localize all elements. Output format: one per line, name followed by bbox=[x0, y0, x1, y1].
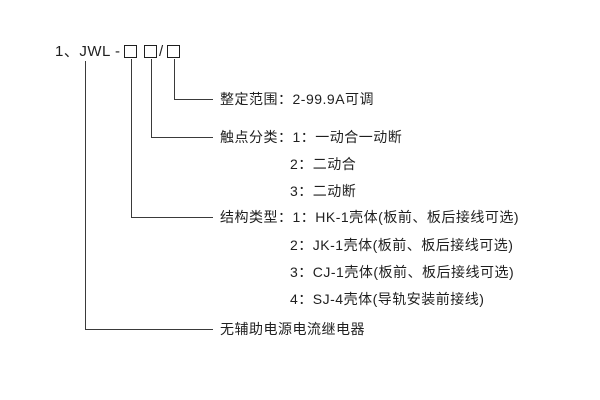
product-name-label: 无辅助电源电流继电器 bbox=[220, 321, 365, 337]
model-prefix-label: 1、JWL - bbox=[55, 43, 121, 60]
structure-type-item: 2：JK-1壳体(板前、板后接线可选) bbox=[290, 237, 514, 253]
setting-range-hline bbox=[174, 99, 213, 100]
contact-class-hline bbox=[151, 137, 213, 138]
structure-type-item: 4：SJ-4壳体(导轨安装前接线) bbox=[290, 291, 485, 307]
setting-range-label: 整定范围：2-99.9A可调 bbox=[220, 91, 375, 107]
structure-type-label: 结构类型：1：HK-1壳体(板前、板后接线可选) bbox=[220, 209, 520, 225]
structure-type-hline bbox=[131, 217, 213, 218]
setting-range-box bbox=[167, 45, 180, 58]
product-name-hline bbox=[85, 329, 213, 330]
slash-separator: / bbox=[159, 43, 164, 60]
contact-class-label: 触点分类：1：一动合一动断 bbox=[220, 129, 403, 145]
contact-class-vline bbox=[151, 59, 152, 137]
product-name-vline bbox=[85, 61, 86, 329]
structure-type-box bbox=[124, 45, 137, 58]
contact-class-item: 3：二动断 bbox=[290, 183, 357, 199]
contact-class-box bbox=[144, 45, 157, 58]
contact-class-item: 2：二动合 bbox=[290, 156, 357, 172]
setting-range-vline bbox=[174, 59, 175, 99]
structure-type-item: 3：CJ-1壳体(板前、板后接线可选) bbox=[290, 264, 515, 280]
structure-type-vline bbox=[131, 59, 132, 217]
